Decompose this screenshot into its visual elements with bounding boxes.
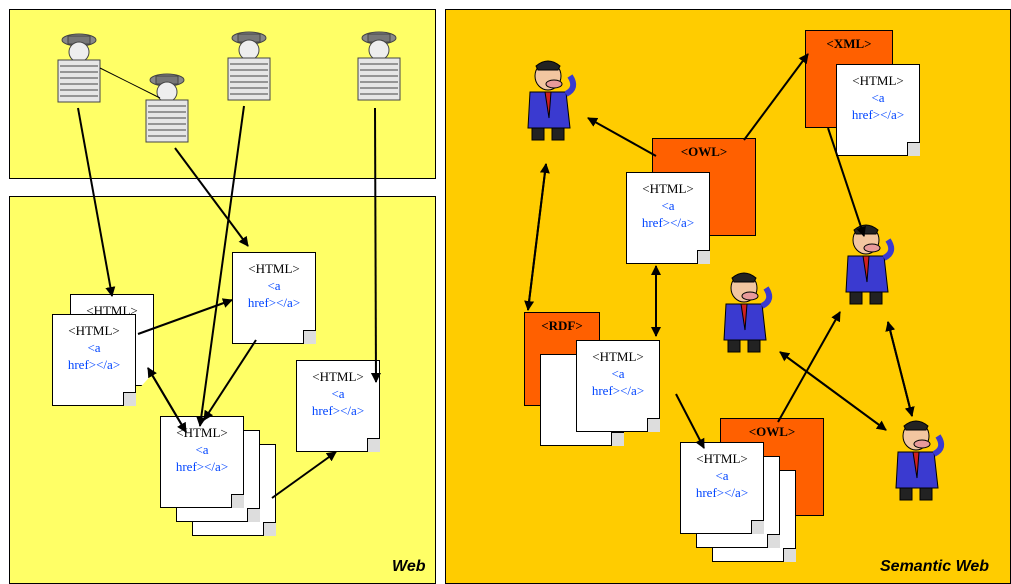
doc-line2: href></a> [591, 383, 645, 398]
doc-line1: <a [267, 278, 281, 293]
agent-icon [723, 272, 773, 353]
doc-line2: href></a> [247, 295, 301, 310]
doc-title: <HTML> [68, 323, 120, 338]
html-document: <HTML> <a href></a> [836, 64, 920, 156]
html-document: <HTML> <a href></a> [626, 172, 710, 264]
doc-line2: href></a> [851, 107, 905, 122]
html-document: <HTML> <a href></a> [680, 442, 764, 534]
doc-title: <HTML> [696, 451, 748, 466]
doc-line1: <a [331, 386, 345, 401]
doc-line1: <a [87, 340, 101, 355]
agent-icon [527, 60, 577, 141]
doc-line1: <a [715, 468, 729, 483]
doc-line2: href></a> [175, 459, 229, 474]
doc-title: <HTML> [312, 369, 364, 384]
doc-line1: <a [661, 198, 675, 213]
owl-tag: <OWL> [748, 424, 796, 439]
doc-line2: href></a> [67, 357, 121, 372]
doc-title: <HTML> [248, 261, 300, 276]
doc-title: <HTML> [176, 425, 228, 440]
html-document: <HTML> <a href></a> [52, 314, 136, 406]
xml-tag: <XML> [826, 36, 872, 51]
doc-title: <HTML> [642, 181, 694, 196]
server-icon [145, 73, 189, 143]
owl-tag: <OWL> [680, 144, 728, 159]
doc-line2: href></a> [311, 403, 365, 418]
doc-line2: href></a> [641, 215, 695, 230]
doc-line1: <a [871, 90, 885, 105]
html-document: <HTML> <a href></a> [160, 416, 244, 508]
html-document: <HTML> <a href></a> [576, 340, 660, 432]
doc-title: <HTML> [852, 73, 904, 88]
doc-title: <HTML> [592, 349, 644, 364]
agent-icon [895, 420, 945, 501]
web-label: Web [392, 558, 426, 575]
server-icon [227, 31, 271, 101]
server-icon [357, 31, 401, 101]
html-document: <HTML> <a href></a> [296, 360, 380, 452]
html-document: <HTML> <a href></a> [232, 252, 316, 344]
doc-line1: <a [195, 442, 209, 457]
doc-line2: href></a> [695, 485, 749, 500]
server-icon [57, 33, 101, 103]
semantic-web-label: Semantic Web [880, 558, 990, 575]
doc-line1: <a [611, 366, 625, 381]
rdf-tag: <RDF> [541, 318, 583, 333]
